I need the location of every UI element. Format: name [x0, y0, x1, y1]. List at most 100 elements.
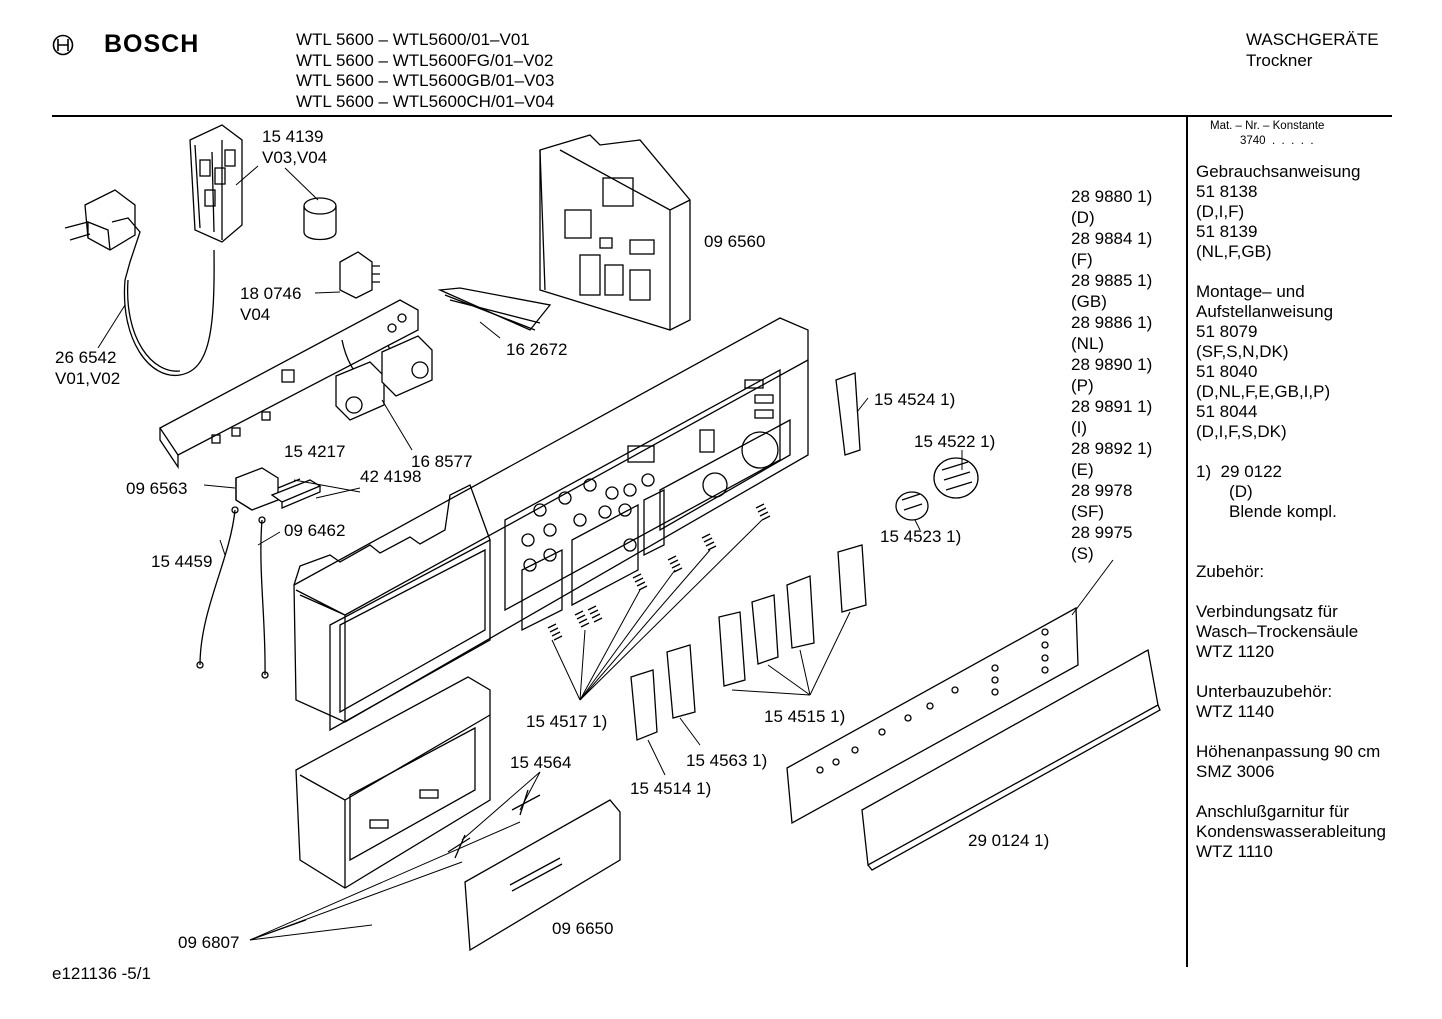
fascia-strip-icon [786, 606, 1161, 871]
sidebar-line: 51 8139 [1196, 222, 1258, 241]
sidebar-line: 51 8079 [1196, 322, 1258, 341]
subcategory-title: Trockner [1246, 51, 1313, 70]
electronic-module-icon [539, 134, 691, 331]
control-panel-icon [293, 317, 809, 732]
model-line: WTL 5600 – WTL5600/01–V01 [296, 30, 530, 49]
part-label: 15 4514 1) [630, 779, 712, 798]
detergent-drawer-icon [295, 676, 491, 889]
sidebar-line: (NL,F,GB) [1196, 242, 1272, 261]
sidebar-line: Kondenswasserableitung [1196, 822, 1386, 841]
part-label: 16 8577 [411, 452, 473, 471]
sidebar-divider [1186, 115, 1188, 967]
variant-line: (S) [1071, 544, 1094, 563]
header-divider [52, 115, 1392, 117]
part-label: 15 4522 1) [914, 432, 996, 451]
sidebar-line: WTZ 1120 [1196, 642, 1275, 661]
interference-filter-icon [189, 124, 243, 243]
category-title: WASCHGERÄTE [1246, 30, 1379, 49]
sidebar-line: Wasch–Trockensäule [1196, 622, 1359, 641]
sidebar-line: (D,I,F,S,DK) [1196, 422, 1287, 441]
brand-name: BOSCH [104, 30, 200, 58]
sidebar-line: 1) 29 0122 [1196, 462, 1283, 481]
part-label: 15 4459 [151, 552, 213, 571]
sidebar-line: 51 8044 [1196, 402, 1258, 421]
part-label: 18 0746 [240, 284, 302, 303]
ribbon-cable-icon [437, 287, 552, 331]
part-label: 15 4564 [510, 753, 572, 772]
part-label: 15 4523 1) [880, 527, 962, 546]
sidebar-line: Zubehör: [1196, 562, 1265, 581]
push-button-icon [630, 372, 867, 741]
mains-plug-icon [64, 189, 215, 376]
sidebar-line: SMZ 3006 [1196, 762, 1275, 781]
sidebar-line: Gebrauchsanweisung [1196, 162, 1361, 181]
sidebar-line: (SF,S,N,DK) [1196, 342, 1289, 361]
cable-lead-icon [196, 506, 269, 679]
capacitor-icon [303, 197, 337, 241]
variant-line: (F) [1071, 250, 1093, 269]
variant-list: 28 9880 1) (D) 28 9884 1) (F) 28 9885 1)… [1071, 186, 1152, 564]
variant-line: 28 9978 [1071, 481, 1133, 500]
variant-line: 28 9892 1) [1071, 439, 1153, 458]
sidebar-line: 51 8040 [1196, 362, 1258, 381]
part-label: 29 0124 1) [968, 831, 1050, 850]
sidebar-line: (D,NL,F,E,GB,I,P) [1196, 382, 1331, 401]
part-label: 15 4563 1) [686, 751, 768, 770]
variant-line: (P) [1071, 376, 1094, 395]
variant-line: (D) [1071, 208, 1095, 227]
sidebar-line: Höhenanpassung 90 cm [1196, 742, 1381, 761]
mat-label: Mat. – Nr. – Konstante [1210, 120, 1325, 132]
part-label: 15 4217 [284, 442, 346, 461]
relay-icon [339, 251, 380, 299]
model-line: WTL 5600 – WTL5600GB/01–V03 [296, 71, 555, 90]
leader-line [97, 165, 1114, 941]
part-label: 09 6807 [178, 933, 240, 952]
sidebar-line: (D) [1196, 482, 1253, 501]
part-label: V03,V04 [262, 148, 328, 167]
part-label: 09 6462 [284, 521, 346, 540]
variant-line: (E) [1071, 460, 1094, 479]
part-label: 09 6650 [552, 919, 614, 938]
sidebar-line: Unterbauzubehör: [1196, 682, 1333, 701]
variant-line: 28 9891 1) [1071, 397, 1153, 416]
sidebar-line: Anschlußgarnitur für [1196, 802, 1350, 821]
sidebar-line: Montage– und [1196, 282, 1305, 301]
sidebar-line: (D,I,F) [1196, 202, 1245, 221]
model-line: WTL 5600 – WTL5600FG/01–V02 [296, 50, 554, 70]
variant-line: (GB) [1071, 292, 1107, 311]
mat-value: 3740 . . . . . [1240, 135, 1314, 147]
variant-line: (SF) [1071, 502, 1105, 521]
part-label: V04 [240, 305, 271, 324]
spring-icon [547, 503, 771, 641]
part-label: 15 4524 1) [874, 390, 956, 409]
sidebar-line: Blende kompl. [1196, 502, 1337, 521]
variant-line: 28 9884 1) [1071, 229, 1153, 248]
rotary-switch-icon [335, 335, 433, 421]
part-label: 15 4515 1) [764, 707, 846, 726]
part-label: 09 6560 [704, 232, 766, 251]
sidebar-info: Gebrauchsanweisung 51 8138 (D,I,F) 51 81… [1196, 162, 1386, 862]
variant-line: (NL) [1071, 334, 1105, 353]
part-label: 16 2672 [506, 340, 568, 359]
variant-line: 28 9885 1) [1071, 271, 1153, 290]
sidebar-line: WTZ 1140 [1196, 702, 1275, 721]
variant-line: (I) [1071, 418, 1088, 437]
part-label: 42 4198 [360, 467, 422, 486]
diagram-code: e121136 -5/1 [52, 964, 151, 983]
sidebar-line: 51 8138 [1196, 182, 1258, 201]
part-label: 15 4139 [262, 127, 324, 146]
model-list: WTL 5600 – WTL5600/01–V01 WTL 5600 – WTL… [296, 30, 554, 112]
sidebar-line: WTZ 1110 [1196, 842, 1273, 861]
model-line: WTL 5600 – WTL5600CH/01–V04 [296, 91, 555, 111]
programme-knob-icon [895, 457, 979, 521]
variant-line: 28 9880 1) [1071, 187, 1153, 206]
part-label: 09 6563 [126, 479, 188, 498]
door-switch-icon [235, 467, 322, 511]
variant-line: 28 9886 1) [1071, 313, 1153, 332]
sidebar-line: Verbindungsatz für [1196, 602, 1338, 621]
variant-line: 28 9890 1) [1071, 355, 1153, 374]
bosch-logo-icon [52, 34, 74, 56]
part-label: 15 4517 1) [526, 712, 608, 731]
variant-line: 28 9975 [1071, 523, 1133, 542]
